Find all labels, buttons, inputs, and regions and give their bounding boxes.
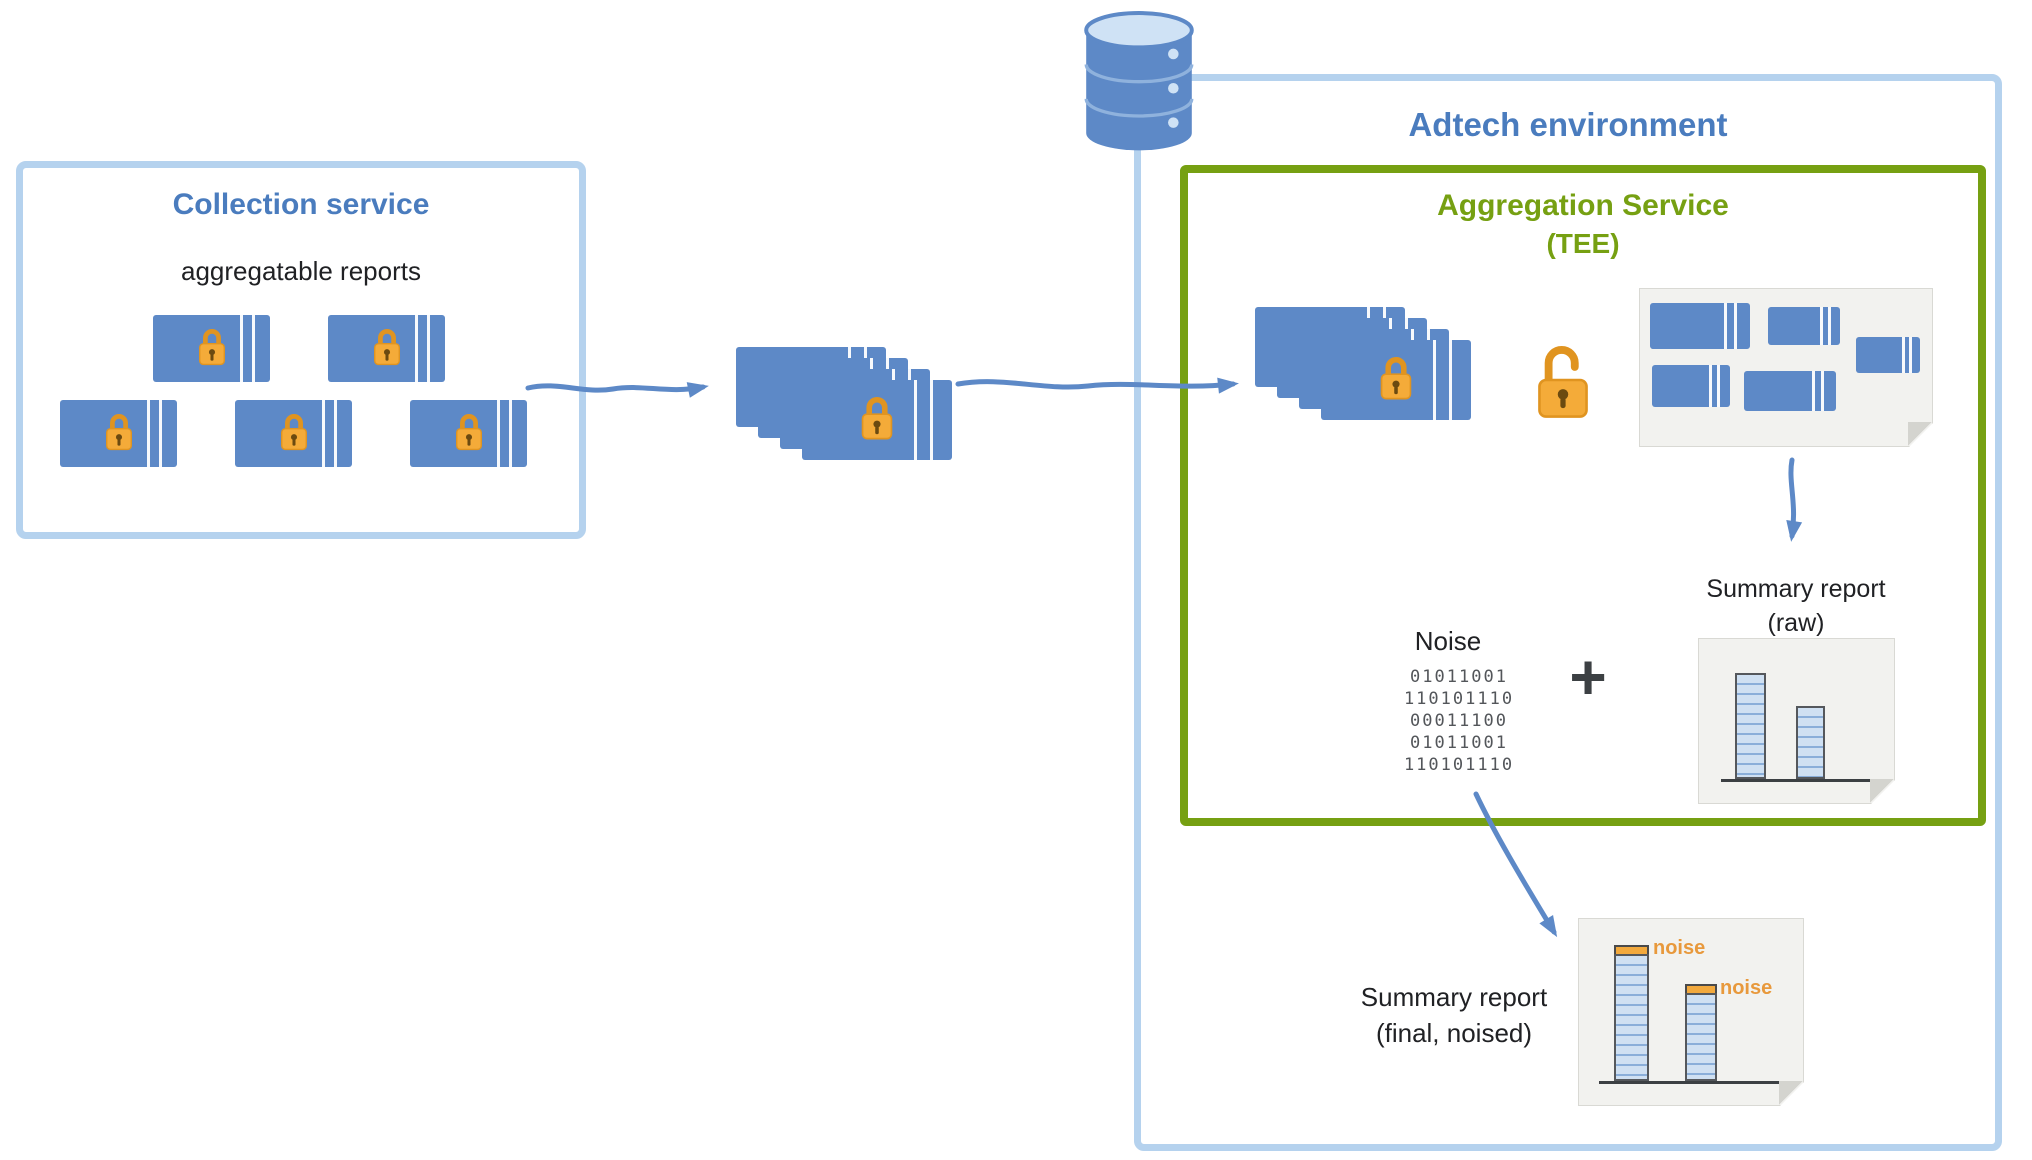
decrypted-report — [1650, 303, 1750, 349]
aggregation-service-title: Aggregation Service — [1437, 189, 1729, 222]
plus-sign: + — [1569, 641, 1607, 713]
decrypted-report — [1768, 307, 1840, 345]
noise-label: Noise — [1414, 626, 1482, 656]
final-summary-report-document: noise noise — [1578, 918, 1804, 1106]
report-card — [1321, 340, 1471, 420]
encrypted-report — [410, 400, 527, 467]
noise-bits-line: 110101110 — [1403, 755, 1515, 775]
encrypted-report — [328, 315, 445, 382]
report-card — [802, 380, 952, 460]
noise-bits-line: 00011100 — [1410, 711, 1508, 731]
page-fold — [1779, 1081, 1803, 1105]
database-icon — [1073, 8, 1205, 158]
lock-icon — [1376, 352, 1416, 409]
summary-report-raw-label-line2: (raw) — [1767, 609, 1825, 637]
raw-summary-report-document — [1698, 638, 1895, 804]
page-fold — [1870, 779, 1894, 803]
unlock-icon — [1529, 335, 1597, 430]
page-fold — [1908, 422, 1932, 446]
lock-icon — [452, 409, 486, 458]
chart-bar — [1796, 706, 1825, 779]
lock-icon — [195, 324, 229, 373]
noise-bits-line: 110101110 — [1403, 689, 1515, 709]
lock-icon — [370, 324, 404, 373]
decrypted-report — [1744, 371, 1836, 411]
summary-report-raw-label-line1: Summary report — [1706, 575, 1886, 603]
encrypted-report — [235, 400, 352, 467]
collection-service-title: Collection service — [172, 188, 430, 221]
encrypted-report — [153, 315, 270, 382]
chart-bar — [1614, 954, 1649, 1081]
collection-service-box: Collection service aggregatable reports — [16, 161, 586, 539]
decrypted-report — [1652, 365, 1730, 407]
aggregation-service-box: Aggregation Service (TEE) — [1180, 165, 1986, 826]
noise-tag: noise — [1653, 937, 1706, 959]
summary-report-final-label-line2: (final, noised) — [1375, 1018, 1533, 1048]
chart-bar — [1685, 993, 1717, 1081]
noise-bits-line: 01011001 — [1410, 733, 1508, 753]
adtech-environment-box: Adtech environment Aggregation Service (… — [1134, 74, 2002, 1151]
decrypted-report — [1856, 337, 1920, 373]
lock-icon — [857, 392, 897, 449]
adtech-environment-title: Adtech environment — [1408, 106, 1728, 143]
decrypted-reports-document — [1639, 288, 1933, 447]
chart-baseline — [1721, 779, 1871, 782]
chart-baseline — [1599, 1081, 1785, 1084]
noise-tag: noise — [1720, 977, 1773, 999]
encrypted-reports-stack — [1255, 307, 1477, 427]
summary-report-final-label-line1: Summary report — [1360, 982, 1548, 1012]
encrypted-report — [60, 400, 177, 467]
lock-icon — [102, 409, 136, 458]
chart-bar — [1735, 673, 1766, 779]
noise-bits: 01011001 110101110 00011100 01011001 110… — [1374, 666, 1544, 776]
aggregatable-reports-label: aggregatable reports — [181, 256, 421, 286]
encrypted-batch-stack — [736, 347, 958, 467]
lock-icon — [277, 409, 311, 458]
noise-bits-line: 01011001 — [1410, 667, 1508, 687]
tee-subtitle: (TEE) — [1546, 228, 1620, 259]
